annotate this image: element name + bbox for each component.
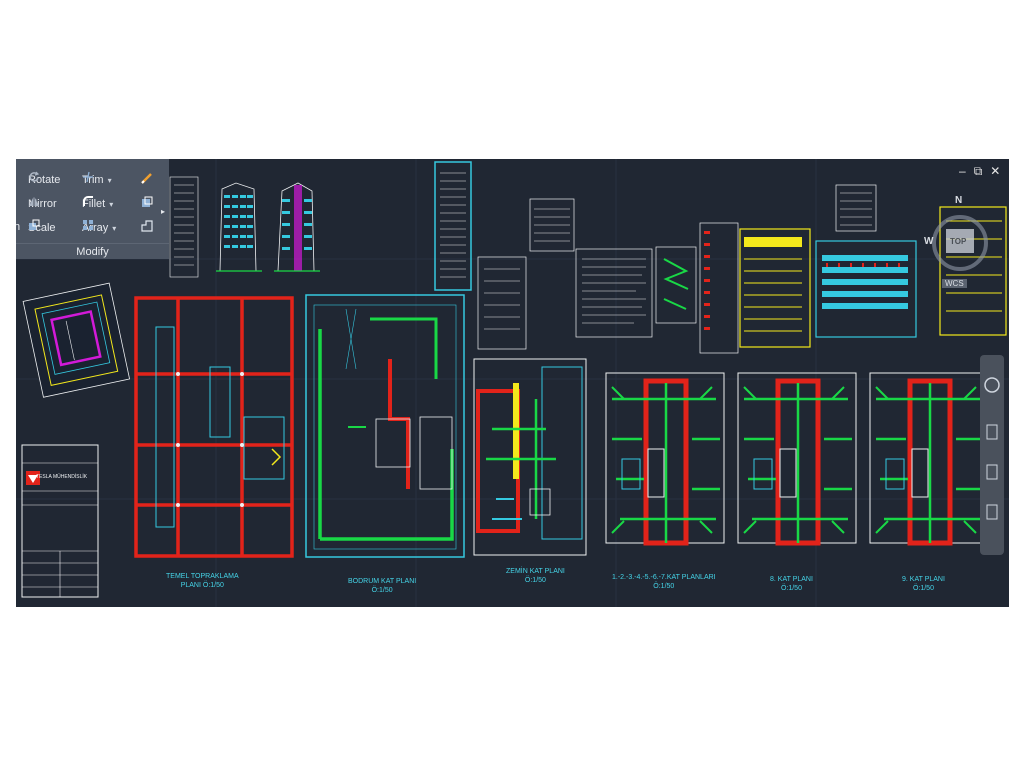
- explode-icon[interactable]: [140, 195, 154, 209]
- building-elevation-a: [216, 182, 262, 272]
- mirror-button[interactable]: Mirror: [28, 195, 57, 213]
- scale-button[interactable]: Scale: [28, 219, 56, 237]
- close-icon[interactable]: ✕: [990, 164, 1001, 178]
- modify-ribbon-panel: h Rotate Trim ▾ Mirror Fillet ▾ Scale Ar…: [16, 159, 169, 259]
- array-icon: [83, 220, 93, 230]
- notes-sheets: [477, 184, 877, 350]
- rotate-button[interactable]: Rotate: [28, 171, 60, 189]
- navigation-bar[interactable]: [980, 355, 1004, 555]
- plan-8-kat: [737, 372, 857, 546]
- mirror-icon: [29, 196, 39, 206]
- view-cube-top-face[interactable]: TOP: [950, 237, 967, 246]
- compass-north-label[interactable]: N: [955, 195, 963, 206]
- view-cube-compass-icon: [932, 215, 988, 271]
- fillet-icon: [83, 196, 93, 206]
- array-dropdown-icon[interactable]: ▾: [112, 223, 117, 233]
- fillet-dropdown-icon[interactable]: ▾: [109, 199, 114, 209]
- plan-9-kat: [869, 372, 989, 546]
- trim-icon: [83, 171, 93, 183]
- symbol-sheet: [655, 246, 697, 324]
- title-block: [21, 444, 99, 598]
- schedule-table: [699, 222, 811, 354]
- plan-bodrum-kat: [305, 294, 465, 558]
- site-plan-rotated: [22, 282, 131, 398]
- wcs-menu[interactable]: WCS: [942, 279, 967, 288]
- view-cube[interactable]: N W TOP WCS: [924, 195, 1000, 297]
- minimize-icon[interactable]: –: [959, 164, 966, 178]
- compass-west-label[interactable]: W: [924, 236, 934, 247]
- ribbon-edge-letter: h: [16, 221, 21, 233]
- panel-schedule: [815, 240, 917, 338]
- building-elevation-b: [274, 182, 320, 272]
- plan-typical-floors: [605, 372, 725, 546]
- cad-drawing: [16, 159, 1009, 607]
- plan-temel-topraklama: [134, 296, 294, 558]
- fillet-button[interactable]: Fillet ▾: [82, 195, 113, 213]
- trim-dropdown-icon[interactable]: ▾: [107, 175, 112, 185]
- legend-table: [169, 176, 199, 278]
- plan-zemin-kat: [473, 358, 587, 556]
- window-controls: – ⧉ ✕: [959, 164, 1000, 179]
- array-button[interactable]: Array ▾: [82, 219, 116, 237]
- rotate-icon: [29, 171, 40, 182]
- scale-icon: [29, 219, 40, 230]
- ribbon-expand-arrow-icon[interactable]: ▸: [161, 207, 166, 216]
- modify-panel-label[interactable]: Modify: [16, 243, 169, 260]
- title-block-company: TESLA MÜHENDİSLİK: [36, 474, 88, 480]
- detail-sheet-framed: [434, 161, 472, 291]
- pencil-icon[interactable]: [140, 171, 154, 185]
- steering-wheel-icon: [984, 377, 1000, 520]
- trim-button[interactable]: Trim ▾: [82, 171, 112, 189]
- restore-icon[interactable]: ⧉: [973, 164, 983, 178]
- stretch-icon[interactable]: [140, 219, 154, 233]
